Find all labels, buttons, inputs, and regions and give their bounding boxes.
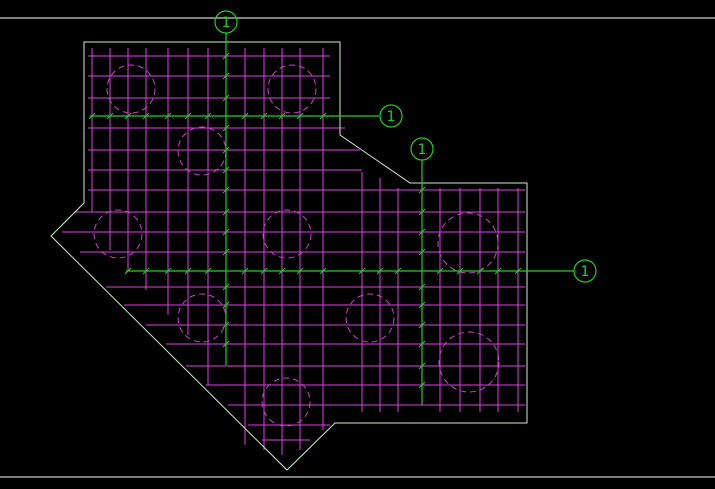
- axis-tick: [394, 267, 402, 275]
- pile-circle: [267, 64, 317, 114]
- axis-tick: [124, 267, 132, 275]
- section-axes: [90, 33, 574, 405]
- axis-tick: [456, 267, 464, 275]
- frame-lines: [0, 17, 715, 478]
- axis-tick: [418, 362, 426, 370]
- axis-marker-right-lower[interactable]: 1: [573, 259, 597, 283]
- axis-tick: [418, 301, 426, 309]
- axis-ticks: [88, 52, 522, 389]
- axis-tick: [260, 267, 268, 275]
- axis-marker-mid[interactable]: 1: [410, 137, 434, 161]
- axis-tick: [222, 166, 230, 174]
- axis-tick: [296, 267, 304, 275]
- marker-label: 1: [222, 15, 231, 31]
- axis-tick: [184, 267, 192, 275]
- axis-tick: [204, 112, 212, 120]
- axis-tick: [278, 267, 286, 275]
- axis-tick: [222, 340, 230, 348]
- axis-tick: [418, 228, 426, 236]
- axis-tick: [222, 248, 230, 256]
- axis-tick: [164, 112, 172, 120]
- axis-tick: [124, 112, 132, 120]
- axis-tick: [222, 52, 230, 60]
- pile-circle: [262, 209, 312, 259]
- pile-circle: [106, 64, 156, 114]
- pile-circle: [177, 126, 227, 176]
- axis-tick: [222, 94, 230, 102]
- axis-tick: [494, 267, 502, 275]
- axis-tick: [222, 321, 230, 329]
- axis-tick: [222, 124, 230, 132]
- axis-tick: [418, 340, 426, 348]
- marker-label: 1: [581, 264, 590, 280]
- pile-circle: [261, 377, 311, 427]
- axis-tick: [222, 146, 230, 154]
- axis-tick: [222, 186, 230, 194]
- axis-tick: [222, 72, 230, 80]
- axis-tick: [278, 112, 286, 120]
- axis-tick: [418, 381, 426, 389]
- axis-tick: [222, 283, 230, 291]
- axis-tick: [376, 267, 384, 275]
- axis-tick: [142, 112, 150, 120]
- axis-tick: [319, 267, 327, 275]
- axis-tick: [418, 248, 426, 256]
- axis-tick: [241, 267, 249, 275]
- axis-tick: [418, 321, 426, 329]
- axis-tick: [222, 208, 230, 216]
- marker-circle: [573, 259, 597, 283]
- pile-cap-outline: [50, 41, 528, 471]
- axis-tick: [418, 186, 426, 194]
- axis-tick: [142, 267, 150, 275]
- axis-tick: [184, 112, 192, 120]
- axis-tick: [241, 112, 249, 120]
- marker-label: 1: [418, 142, 427, 158]
- axis-tick: [222, 228, 230, 236]
- axis-tick: [358, 267, 366, 275]
- axis-tick: [476, 267, 484, 275]
- axis-tick: [319, 112, 327, 120]
- axis-tick: [436, 267, 444, 275]
- axis-tick: [106, 112, 114, 120]
- marker-label: 1: [387, 109, 396, 125]
- axis-tick: [164, 267, 172, 275]
- rebar-grid: [62, 48, 525, 455]
- axis-tick: [260, 112, 268, 120]
- pile-circle: [437, 212, 499, 274]
- pile-circles: [93, 64, 500, 427]
- axis-tick: [418, 208, 426, 216]
- marker-circle: [214, 10, 238, 34]
- marker-circle: [379, 104, 403, 128]
- pile-circle: [438, 331, 500, 393]
- marker-circle: [410, 137, 434, 161]
- axis-tick: [418, 283, 426, 291]
- axis-marker-right-upper[interactable]: 1: [379, 104, 403, 128]
- axis-tick: [204, 267, 212, 275]
- axis-tick: [514, 267, 522, 275]
- pile-circle: [345, 293, 395, 343]
- axis-tick: [296, 112, 304, 120]
- pile-circle: [93, 209, 143, 259]
- axis-tick: [88, 112, 96, 120]
- axis-marker-top[interactable]: 1: [214, 10, 238, 34]
- pile-circle: [177, 293, 227, 343]
- axis-tick: [222, 301, 230, 309]
